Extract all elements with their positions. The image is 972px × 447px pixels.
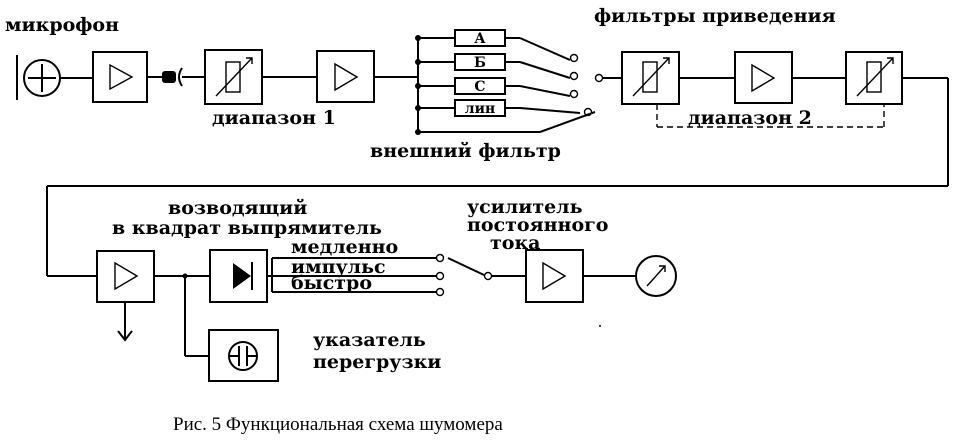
dc-amplifier-block xyxy=(525,249,584,303)
attenuator-range1-block xyxy=(204,49,263,105)
filter-c-block xyxy=(418,77,571,97)
connector-plug-icon xyxy=(147,67,205,87)
dc-amp-label-line3: тока xyxy=(490,232,540,254)
filter-a-block xyxy=(418,29,571,61)
external-filter-label: внешний фильтр xyxy=(370,140,561,162)
squaring-label-line2: в квадрат выпрямитель xyxy=(112,217,382,239)
squaring-label-line1: возводящий xyxy=(168,197,307,219)
figure-caption: Рис. 5 Функциональная схема шумомера xyxy=(173,414,503,435)
time-weighting-switch xyxy=(447,257,526,281)
fast-label: быстро xyxy=(291,272,372,294)
reduction-filters-label: фильтры приведения xyxy=(594,5,836,27)
amplifier-3-block xyxy=(734,51,793,104)
filter-b-block xyxy=(418,53,571,79)
time-weighting-lines xyxy=(267,253,445,297)
filter-bus xyxy=(415,35,432,135)
overload-indicator-block xyxy=(208,329,279,382)
range2-label: диапазон 2 xyxy=(688,107,812,129)
squaring-rectifier-block xyxy=(209,249,268,303)
impulse-label: импульс xyxy=(291,256,386,278)
attenuator-range2b-block xyxy=(845,51,903,105)
stray-dot xyxy=(599,325,601,327)
filter-lin-block xyxy=(418,99,581,117)
dc-amp-label-line2: постоянного xyxy=(467,214,608,236)
wire-return-to-row2 xyxy=(46,77,949,277)
wire-branch-overload xyxy=(182,273,209,357)
filter-lin-label: лин xyxy=(465,101,496,117)
external-filter-wire xyxy=(418,111,596,133)
range1-label: диапазон 1 xyxy=(212,107,336,129)
meter-gauge-icon xyxy=(635,255,677,297)
microphone-label: микрофон xyxy=(5,14,119,36)
preamplifier-block xyxy=(92,51,148,103)
amplifier-4-block xyxy=(96,250,155,342)
filter-a-label: А xyxy=(474,31,486,47)
dc-amp-label-line1: усилитель xyxy=(467,196,583,218)
filter-b-label: Б xyxy=(474,55,486,71)
overload-label-line2: перегрузки xyxy=(313,351,441,373)
overload-label-line1: указатель xyxy=(313,329,426,351)
attenuator-range2a-block xyxy=(621,51,680,105)
range2-dashed-link xyxy=(656,104,885,128)
amplifier-2-block xyxy=(316,50,375,103)
slow-label: медленно xyxy=(291,236,398,258)
filter-c-label: С xyxy=(474,79,485,95)
microphone-symbol xyxy=(16,55,61,100)
filter-selector-switch xyxy=(569,53,622,117)
